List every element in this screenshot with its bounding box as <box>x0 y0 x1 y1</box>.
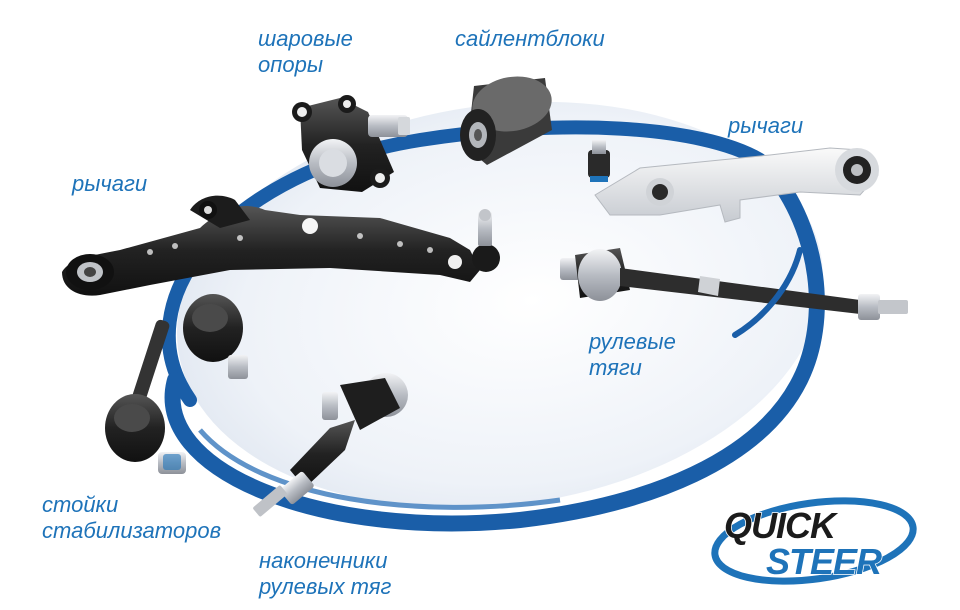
label-control-arms-right: рычаги <box>728 113 803 139</box>
label-stabilizer-links-line1: стойки <box>42 492 119 517</box>
label-stabilizer-links: стойки стабилизаторов <box>42 492 221 544</box>
label-control-arms-left-line1: рычаги <box>72 171 148 196</box>
label-silent-blocks-line1: сайлентблоки <box>455 26 605 51</box>
logo-line1: QUICK <box>724 505 839 546</box>
label-tie-rod-ends: наконечники рулевых тяг <box>259 548 391 600</box>
tie-rod-end-part <box>253 373 408 517</box>
stabilizer-link-part <box>105 294 248 474</box>
label-ball-joints: шаровые опоры <box>258 26 353 78</box>
control-arm-left-part <box>62 195 500 296</box>
tie-rod-part <box>560 248 908 320</box>
label-control-arms-right-line1: рычаги <box>728 113 804 138</box>
label-tie-rods-line1: рулевые <box>589 329 676 354</box>
label-stabilizer-links-line2: стабилизаторов <box>42 518 222 543</box>
silent-block-part <box>460 76 552 165</box>
label-ball-joints-line1: шаровые <box>258 26 353 51</box>
logo-line2: STEER <box>766 541 882 582</box>
swoosh-accent <box>732 247 803 338</box>
label-ball-joints-line2: опоры <box>258 52 324 77</box>
quicksteer-logo: QUICK STEER <box>711 497 917 585</box>
control-arm-right-part <box>588 140 879 223</box>
label-tie-rod-ends-line1: наконечники <box>259 548 388 573</box>
ball-joint-part <box>292 95 410 192</box>
label-tie-rods-line2: тяги <box>589 355 642 380</box>
label-control-arms-left: рычаги <box>72 171 147 197</box>
logo-swoosh <box>711 497 917 585</box>
label-tie-rod-ends-line2: рулевых тяг <box>259 574 392 599</box>
label-silent-blocks: сайлентблоки <box>455 26 605 52</box>
label-tie-rods: рулевые тяги <box>589 329 676 381</box>
